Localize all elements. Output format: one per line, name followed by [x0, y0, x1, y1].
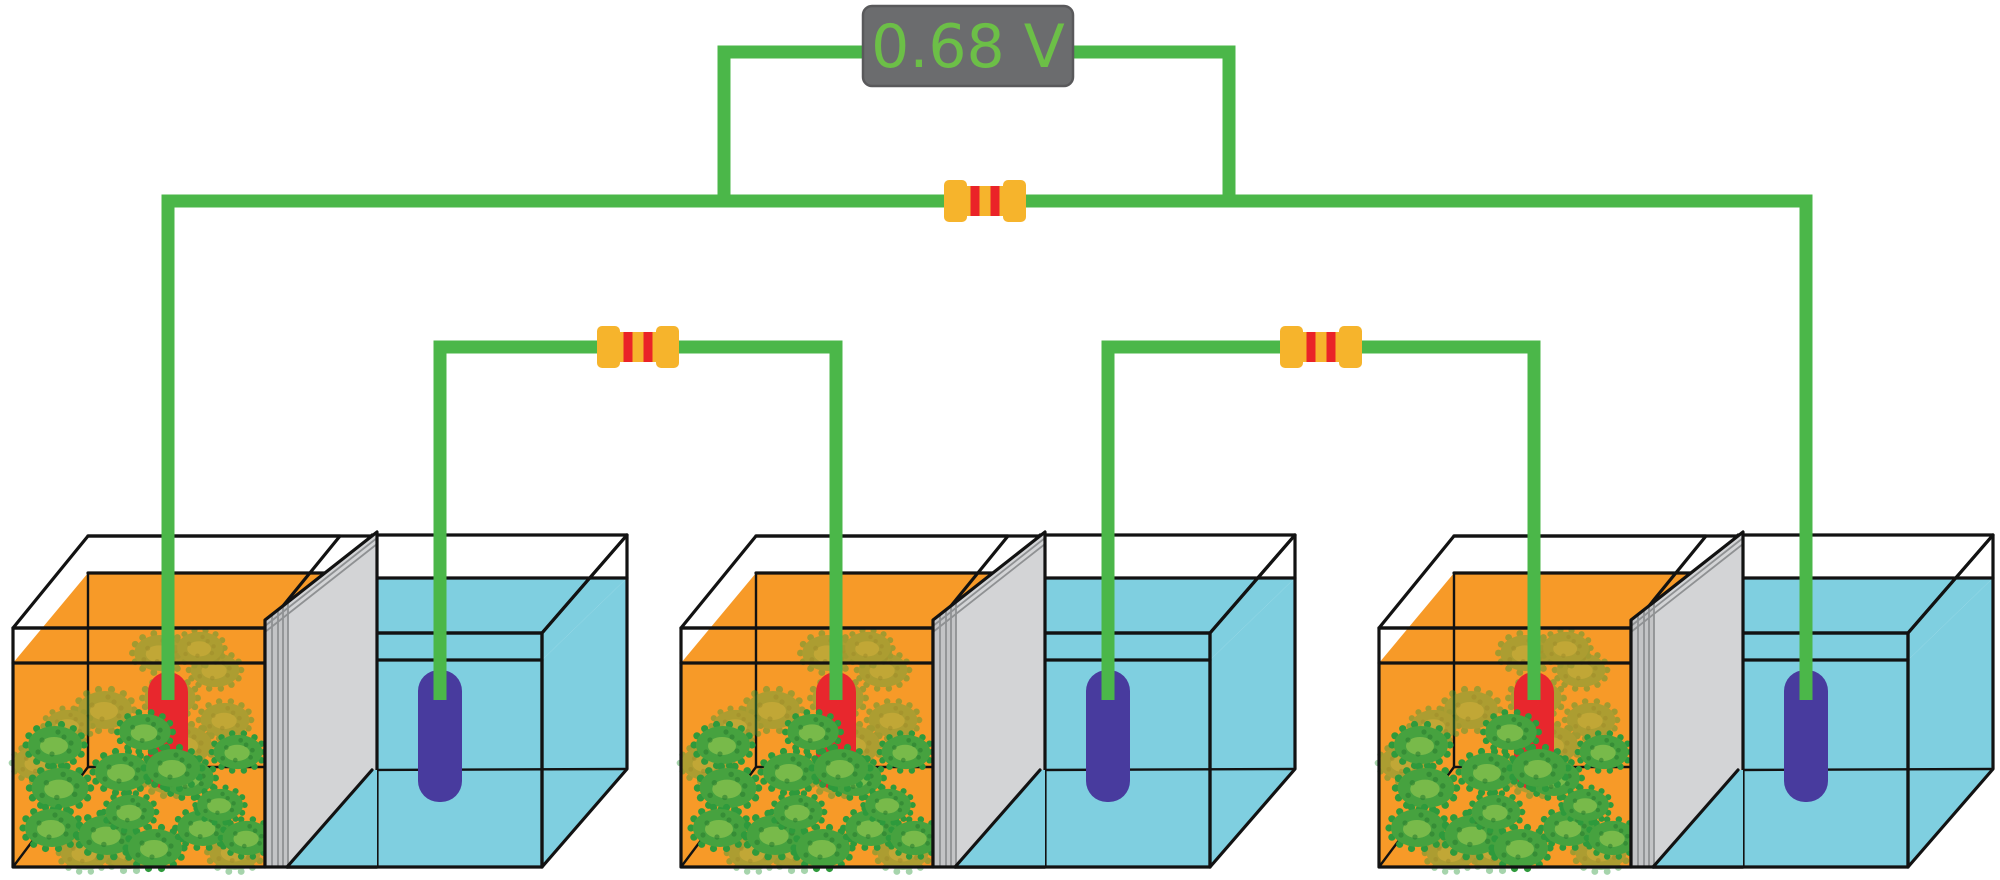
series-resistor-1-2 — [597, 326, 679, 368]
wire-voltmeter-left — [717, 45, 866, 201]
mfc-cell-1 — [9, 532, 627, 875]
series-resistor-2-3 — [1280, 326, 1362, 368]
voltmeter-display — [861, 4, 1075, 88]
load-resistor — [944, 180, 1026, 222]
mfc-cell-3 — [1375, 532, 1993, 875]
wire-voltmeter-right — [1070, 45, 1236, 201]
voltmeter-reading: 0.68 V — [871, 12, 1065, 82]
voltmeter: 0.68 V — [861, 4, 1075, 88]
mfc-cell-2 — [677, 532, 1295, 875]
